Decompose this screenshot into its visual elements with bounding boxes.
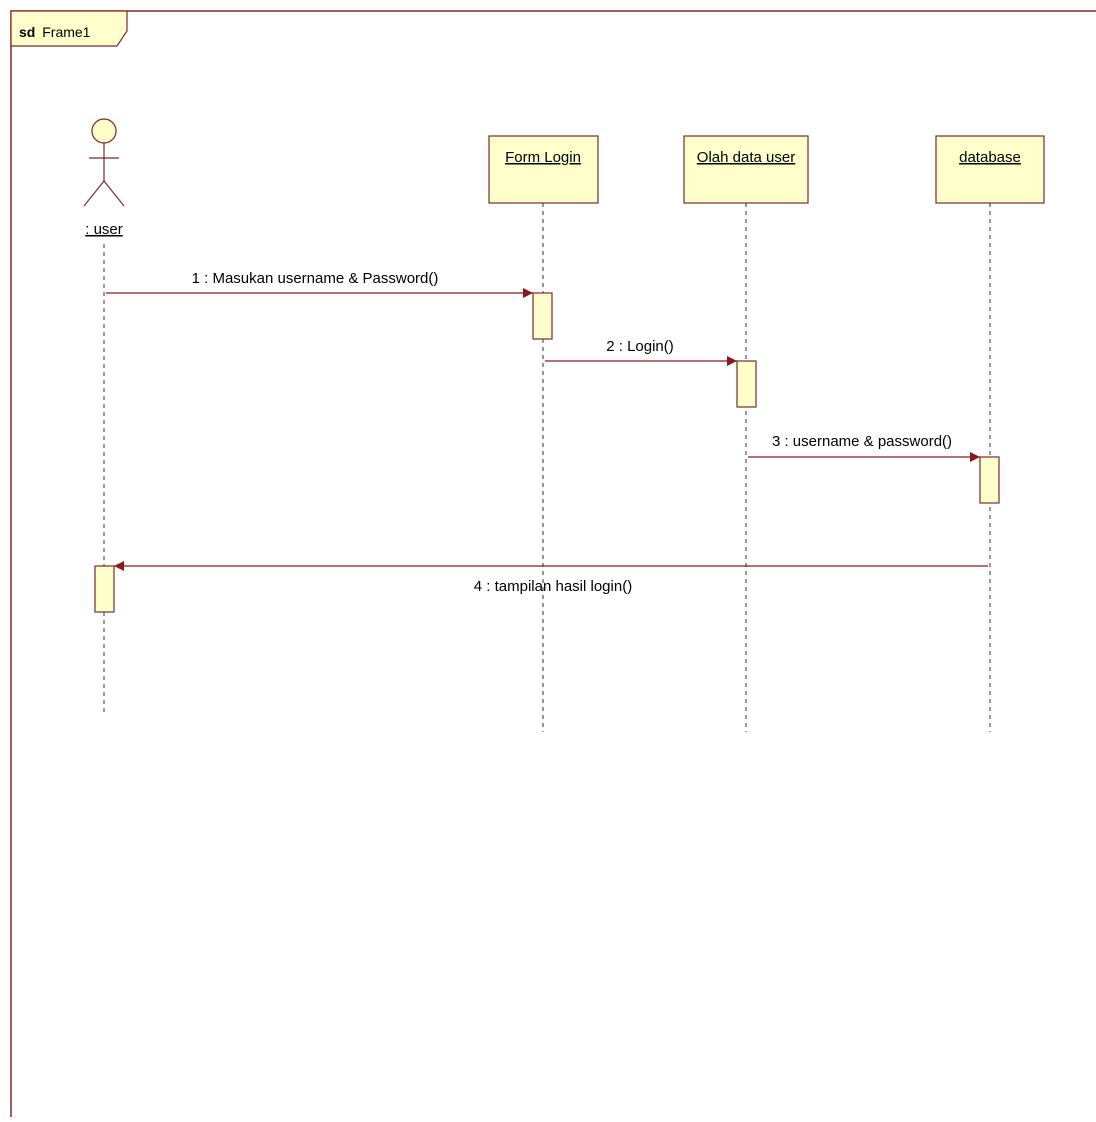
actor-right-leg bbox=[103, 180, 125, 207]
lifeline-database[interactable]: database bbox=[935, 135, 1045, 204]
frame-name: Frame1 bbox=[42, 24, 90, 40]
activation-bar-olah-data-user bbox=[736, 360, 757, 408]
message-2[interactable]: 2 : Login() bbox=[545, 338, 737, 366]
lifeline-form-login[interactable]: Form Login bbox=[488, 135, 599, 204]
message-4[interactable]: 4 : tampilan hasil login() bbox=[114, 561, 988, 595]
object-label: Olah data user bbox=[697, 149, 795, 166]
svg-text:sd Frame1: sd Frame1 bbox=[19, 24, 91, 40]
object-label: database bbox=[959, 149, 1021, 166]
message-3[interactable]: 3 : username & password() bbox=[748, 433, 980, 462]
actor-user-label: : user bbox=[85, 221, 123, 238]
object-label: Form Login bbox=[505, 149, 581, 166]
message-label: 3 : username & password() bbox=[772, 433, 952, 450]
message-label: 4 : tampilan hasil login() bbox=[474, 578, 632, 595]
message-label: 1 : Masukan username & Password() bbox=[192, 270, 439, 287]
actor-head bbox=[91, 118, 117, 144]
activation-bar-form-login bbox=[532, 292, 553, 340]
actor-user[interactable]: : user bbox=[83, 118, 125, 238]
actor-left-leg bbox=[83, 180, 105, 207]
activation-bar-database bbox=[979, 456, 1000, 504]
message-1[interactable]: 1 : Masukan username & Password() bbox=[106, 270, 533, 298]
object-box bbox=[935, 135, 1045, 204]
frame-keyword: sd bbox=[19, 24, 35, 40]
lifeline-olah-data-user[interactable]: Olah data user bbox=[683, 135, 809, 204]
activation-bar-user bbox=[94, 565, 115, 613]
message-label: 2 : Login() bbox=[606, 338, 674, 355]
object-box bbox=[683, 135, 809, 204]
frame-tab bbox=[10, 10, 128, 47]
frame-border bbox=[10, 10, 1096, 1122]
object-box bbox=[488, 135, 599, 204]
